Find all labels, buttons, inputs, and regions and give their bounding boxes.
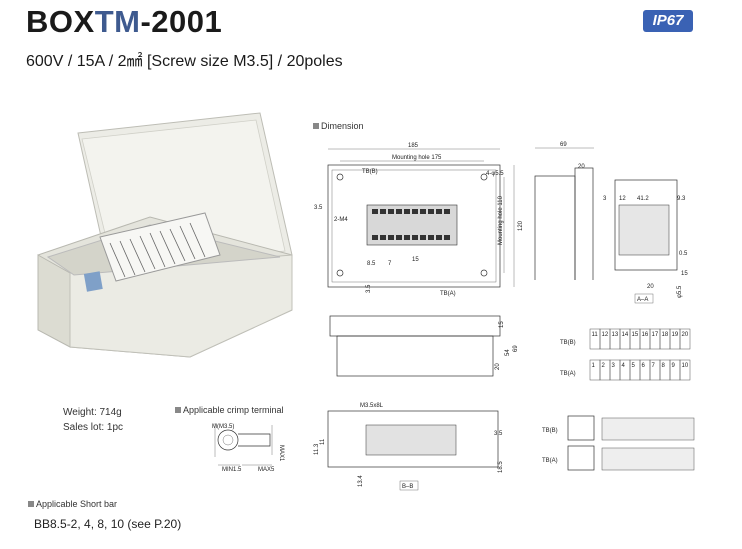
tba-number: 6 (642, 363, 646, 369)
dim-s15: 15 (681, 271, 688, 277)
tbb-number: 20 (682, 332, 689, 338)
tbb-num-label: TB(B) (560, 340, 576, 346)
side-view-drawing: 69 20 (534, 142, 594, 280)
tbb-number: 14 (622, 332, 629, 338)
dim-b185: 18.5 (498, 461, 504, 473)
tb-a-label: TB(A) (440, 291, 456, 297)
product-photo (37, 112, 293, 358)
product-subtitle: 600V / 15A / 2㎟ [Screw size M3.5] / 20po… (26, 53, 343, 70)
dim-left-35: 3.5 (314, 205, 323, 211)
tba-number: 8 (662, 363, 666, 369)
square-bullet-icon (28, 501, 34, 507)
dim-85: 8.5 (367, 261, 376, 267)
crimp-section-header: Applicable crimp terminal (175, 405, 284, 415)
dim-b35: 3.5 (494, 431, 503, 437)
tba-block-label: TB(A) (542, 458, 558, 464)
square-bullet-icon (313, 123, 319, 129)
section-bb-label: B–B (402, 484, 413, 490)
dim-side-69: 69 (560, 142, 567, 148)
tba-number: 4 (622, 363, 626, 369)
tba-cell (679, 359, 691, 381)
tbb-number: 17 (652, 332, 659, 338)
dimension-section-title: Dimension (321, 121, 364, 131)
front-view-drawing: 15 54 69 20 (329, 315, 519, 377)
dim-mount-h: Mounting hole 175 (392, 155, 442, 161)
tbb-number: 18 (662, 332, 669, 338)
tbb-number: 13 (612, 332, 619, 338)
tbb-number: 15 (632, 332, 639, 338)
dim-b11: 11 (320, 438, 326, 445)
dim-mount-v: Mounting hole 110 (498, 195, 504, 245)
title-prefix: BOX (26, 4, 95, 39)
crimp-m-label: M(M3.5) (212, 424, 234, 430)
dim-f20: 20 (495, 363, 501, 370)
title-suffix: -2001 (140, 4, 223, 39)
section-aa-drawing: 3 12 41.2 9.3 0.5 20 15 φ5.5 A–A (603, 179, 688, 304)
shortbar-section-title: Applicable Short bar (36, 499, 118, 509)
crimp-max5-label: MAX5 (258, 467, 275, 473)
dim-f15: 15 (499, 321, 505, 328)
shortbar-section-header: Applicable Short bar (28, 499, 117, 509)
tba-number: 3 (612, 363, 616, 369)
dim-s3: 3 (603, 196, 607, 202)
dim-15: 15 (412, 257, 419, 263)
dim-s55: φ5.5 (677, 285, 683, 298)
dim-m4: 2-M4 (334, 217, 348, 223)
product-title: BOXTM-2001 (26, 4, 222, 40)
dim-side-20: 20 (578, 164, 585, 170)
section-bb-drawing: M3.5x8L 3.5 11.3 11 13.4 18.5 B–B (314, 403, 504, 491)
dim-f69: 69 (513, 345, 519, 352)
sales-lot-text: Sales lot: 1pc (63, 422, 124, 433)
tba-number: 2 (602, 363, 606, 369)
top-view-drawing: 185 Mounting hole 175 4-φ5.5 TB(B) TB(A)… (314, 143, 524, 297)
dim-s12: 12 (619, 196, 626, 202)
square-bullet-icon (175, 407, 181, 413)
tba-number: 5 (632, 363, 636, 369)
tba-num-label: TB(A) (560, 371, 576, 377)
terminal-block-detail: TB(B) TB(A) (542, 415, 695, 471)
crimp-terminal-drawing: M(M3.5) MAX1 MIN1.5 MAX5 (212, 423, 284, 473)
crimp-min-label: MIN1.5 (222, 467, 242, 473)
tba-number: 7 (652, 363, 656, 369)
dim-s93: 9.3 (677, 196, 686, 202)
dim-35b: 3.5 (366, 284, 372, 293)
tbb-number: 16 (642, 332, 649, 338)
tb-b-label: TB(B) (362, 169, 378, 175)
tba-number: 1 (592, 363, 596, 369)
dim-s05: 0.5 (679, 251, 688, 257)
tbb-number: 12 (602, 332, 609, 338)
spec-list: Weight: 714g Sales lot: 1pc (63, 405, 123, 435)
dimension-section-header: Dimension (313, 121, 364, 131)
weight-text: Weight: 714g (63, 407, 122, 418)
title-tm: TM (94, 4, 141, 39)
dim-120: 120 (518, 220, 524, 231)
dim-b134: 13.4 (358, 475, 364, 487)
dim-m35x8l: M3.5x8L (360, 403, 384, 409)
dim-b113: 11.3 (314, 443, 320, 455)
dim-7: 7 (388, 261, 392, 267)
dim-hole: 4-φ5.5 (486, 171, 504, 177)
tba-number: 10 (682, 363, 689, 369)
tbb-number: 19 (672, 332, 679, 338)
tba-number: 9 (672, 363, 676, 369)
tbb-block-label: TB(B) (542, 428, 558, 434)
dim-s20b: 20 (647, 284, 654, 290)
dim-185: 185 (408, 143, 419, 149)
dim-f54: 54 (505, 349, 511, 356)
section-aa-label: A–A (637, 297, 648, 303)
ip-rating-badge: IP67 (643, 10, 693, 32)
tbb-cell (679, 328, 691, 350)
dim-s412: 41.2 (637, 196, 649, 202)
tbb-number: 11 (592, 332, 599, 338)
crimp-max1-label: MAX1 (278, 445, 284, 462)
shortbar-models: BB8.5-2, 4, 8, 10 (see P.20) (34, 517, 182, 531)
crimp-section-title: Applicable crimp terminal (183, 405, 284, 415)
